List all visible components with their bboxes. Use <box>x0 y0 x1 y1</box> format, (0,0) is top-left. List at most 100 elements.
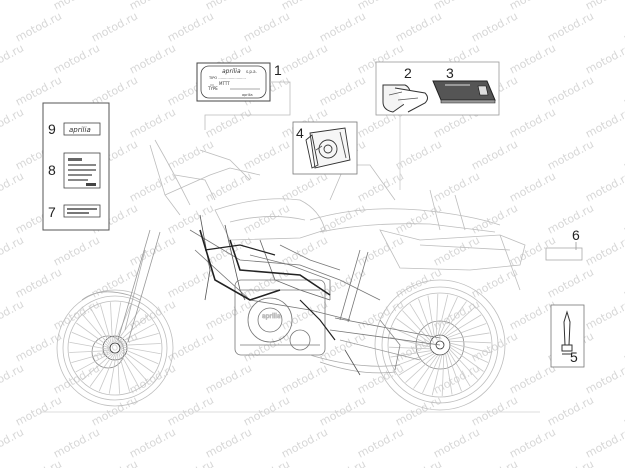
watermark-text: motod.ru <box>469 9 520 44</box>
wheel-spoke <box>69 341 110 350</box>
watermark-text: motod.ru <box>203 105 254 140</box>
watermark-text: motod.ru <box>317 457 368 468</box>
callout-4: 4 <box>296 125 304 141</box>
tank-cap-kit[interactable] <box>305 127 351 169</box>
bolt[interactable] <box>561 310 573 355</box>
wheel-spoke <box>98 353 116 392</box>
callout-2: 2 <box>404 65 412 81</box>
watermark-text: motod.ru <box>355 0 406 13</box>
wheel-spoke <box>437 294 449 336</box>
watermark-text: motod.ru <box>355 233 406 268</box>
watermark-text: motod.ru <box>469 457 520 468</box>
watermark-text: motod.ru <box>127 233 178 268</box>
watermark-text: motod.ru <box>545 73 596 108</box>
front-wheel <box>56 289 174 407</box>
wheel-spoke <box>409 303 433 340</box>
watermark-text: motod.ru <box>583 425 625 460</box>
wheel-spoke <box>445 314 482 338</box>
watermark-text: motod.ru <box>241 137 292 172</box>
watermark-text: motod.ru <box>507 425 558 460</box>
watermark-text: motod.ru <box>279 425 330 460</box>
callout-5: 5 <box>570 349 578 365</box>
watermark-text: motod.ru <box>317 393 368 428</box>
watermark-text: motod.ru <box>51 425 102 460</box>
wheel-spoke <box>120 347 159 365</box>
decal-8[interactable] <box>63 152 101 189</box>
wheel-spoke <box>393 351 434 367</box>
wheel-spoke <box>118 323 155 344</box>
watermark-text: motod.ru <box>0 233 26 268</box>
wheel-spoke <box>90 308 111 345</box>
callout-7: 7 <box>48 204 56 220</box>
watermark-text: motod.ru <box>317 9 368 44</box>
watermark-text: motod.ru <box>51 0 102 13</box>
wheel-spoke <box>418 298 434 339</box>
decal-7[interactable] <box>63 204 101 218</box>
watermark-text: motod.ru <box>0 297 26 332</box>
watermark-text: motod.ru <box>127 41 178 76</box>
wheel-spoke <box>449 346 484 372</box>
wheel-spoke <box>431 354 443 396</box>
wheel-spoke <box>405 353 437 383</box>
watermark-text: motod.ru <box>165 9 216 44</box>
wheel-spoke <box>118 352 130 392</box>
watermark-text: motod.ru <box>545 137 596 172</box>
wheel-spoke <box>446 351 462 392</box>
watermark-text: motod.ru <box>165 137 216 172</box>
wheel-spoke <box>390 350 432 358</box>
watermark-text: motod.ru <box>431 425 482 460</box>
watermark-text: motod.ru <box>127 169 178 204</box>
watermark-text: motod.ru <box>393 9 444 44</box>
owner-manual[interactable] <box>432 80 496 104</box>
decal-1-brand: aprilia <box>222 68 241 75</box>
wheel-spoke <box>439 296 458 336</box>
wheel-spoke <box>402 310 432 342</box>
decal-9[interactable]: aprilia <box>63 122 101 136</box>
callout-9: 9 <box>48 121 56 137</box>
watermark-text: motod.ru <box>545 393 596 428</box>
watermark-text: motod.ru <box>89 393 140 428</box>
callout-1: 1 <box>274 62 282 78</box>
watermark-text: motod.ru <box>279 41 330 76</box>
watermark-text: motod.ru <box>621 329 625 364</box>
watermark-text: motod.ru <box>507 41 558 76</box>
watermark-text: motod.ru <box>545 457 596 468</box>
watermark-text: motod.ru <box>203 0 254 13</box>
watermark-text: motod.ru <box>0 425 26 460</box>
watermark-text: motod.ru <box>165 457 216 468</box>
wheel-spoke <box>396 318 431 344</box>
watermark-text: motod.ru <box>13 329 64 364</box>
wheel-spoke <box>120 349 154 374</box>
watermark-text: motod.ru <box>241 9 292 44</box>
callout-6: 6 <box>572 227 580 243</box>
watermark-text: motod.ru <box>165 393 216 428</box>
wheel-spoke <box>120 346 161 355</box>
wheel-spoke <box>119 351 140 388</box>
wheel-spoke <box>447 350 471 387</box>
watermark-text: motod.ru <box>0 105 26 140</box>
wheel-spoke <box>120 343 161 346</box>
watermark-text: motod.ru <box>621 201 625 236</box>
watermark-text: motod.ru <box>545 9 596 44</box>
watermark-text: motod.ru <box>621 9 625 44</box>
wheel-spoke <box>441 301 467 336</box>
watermark-text: motod.ru <box>51 41 102 76</box>
wheel-spoke <box>427 295 435 337</box>
tool-pouch[interactable] <box>382 84 428 113</box>
wheel-spoke <box>446 323 487 339</box>
watermark-text: motod.ru <box>89 457 140 468</box>
wheel-spoke <box>69 350 110 353</box>
watermark-text: motod.ru <box>583 41 625 76</box>
wheel-spoke <box>117 315 149 343</box>
reflector-strip[interactable] <box>545 247 583 261</box>
decal-1-plate[interactable]: aprilia s.p.a. TIPO ....................… <box>196 62 271 102</box>
wheel-spoke <box>449 340 491 344</box>
watermark-text: motod.ru <box>317 73 368 108</box>
watermark-text: motod.ru <box>0 0 26 13</box>
watermark-text: motod.ru <box>279 0 330 13</box>
watermark-text: motod.ru <box>545 201 596 236</box>
wheel-spoke <box>100 304 112 344</box>
watermark-text: motod.ru <box>13 393 64 428</box>
watermark-text: motod.ru <box>165 201 216 236</box>
watermark-text: motod.ru <box>203 361 254 396</box>
